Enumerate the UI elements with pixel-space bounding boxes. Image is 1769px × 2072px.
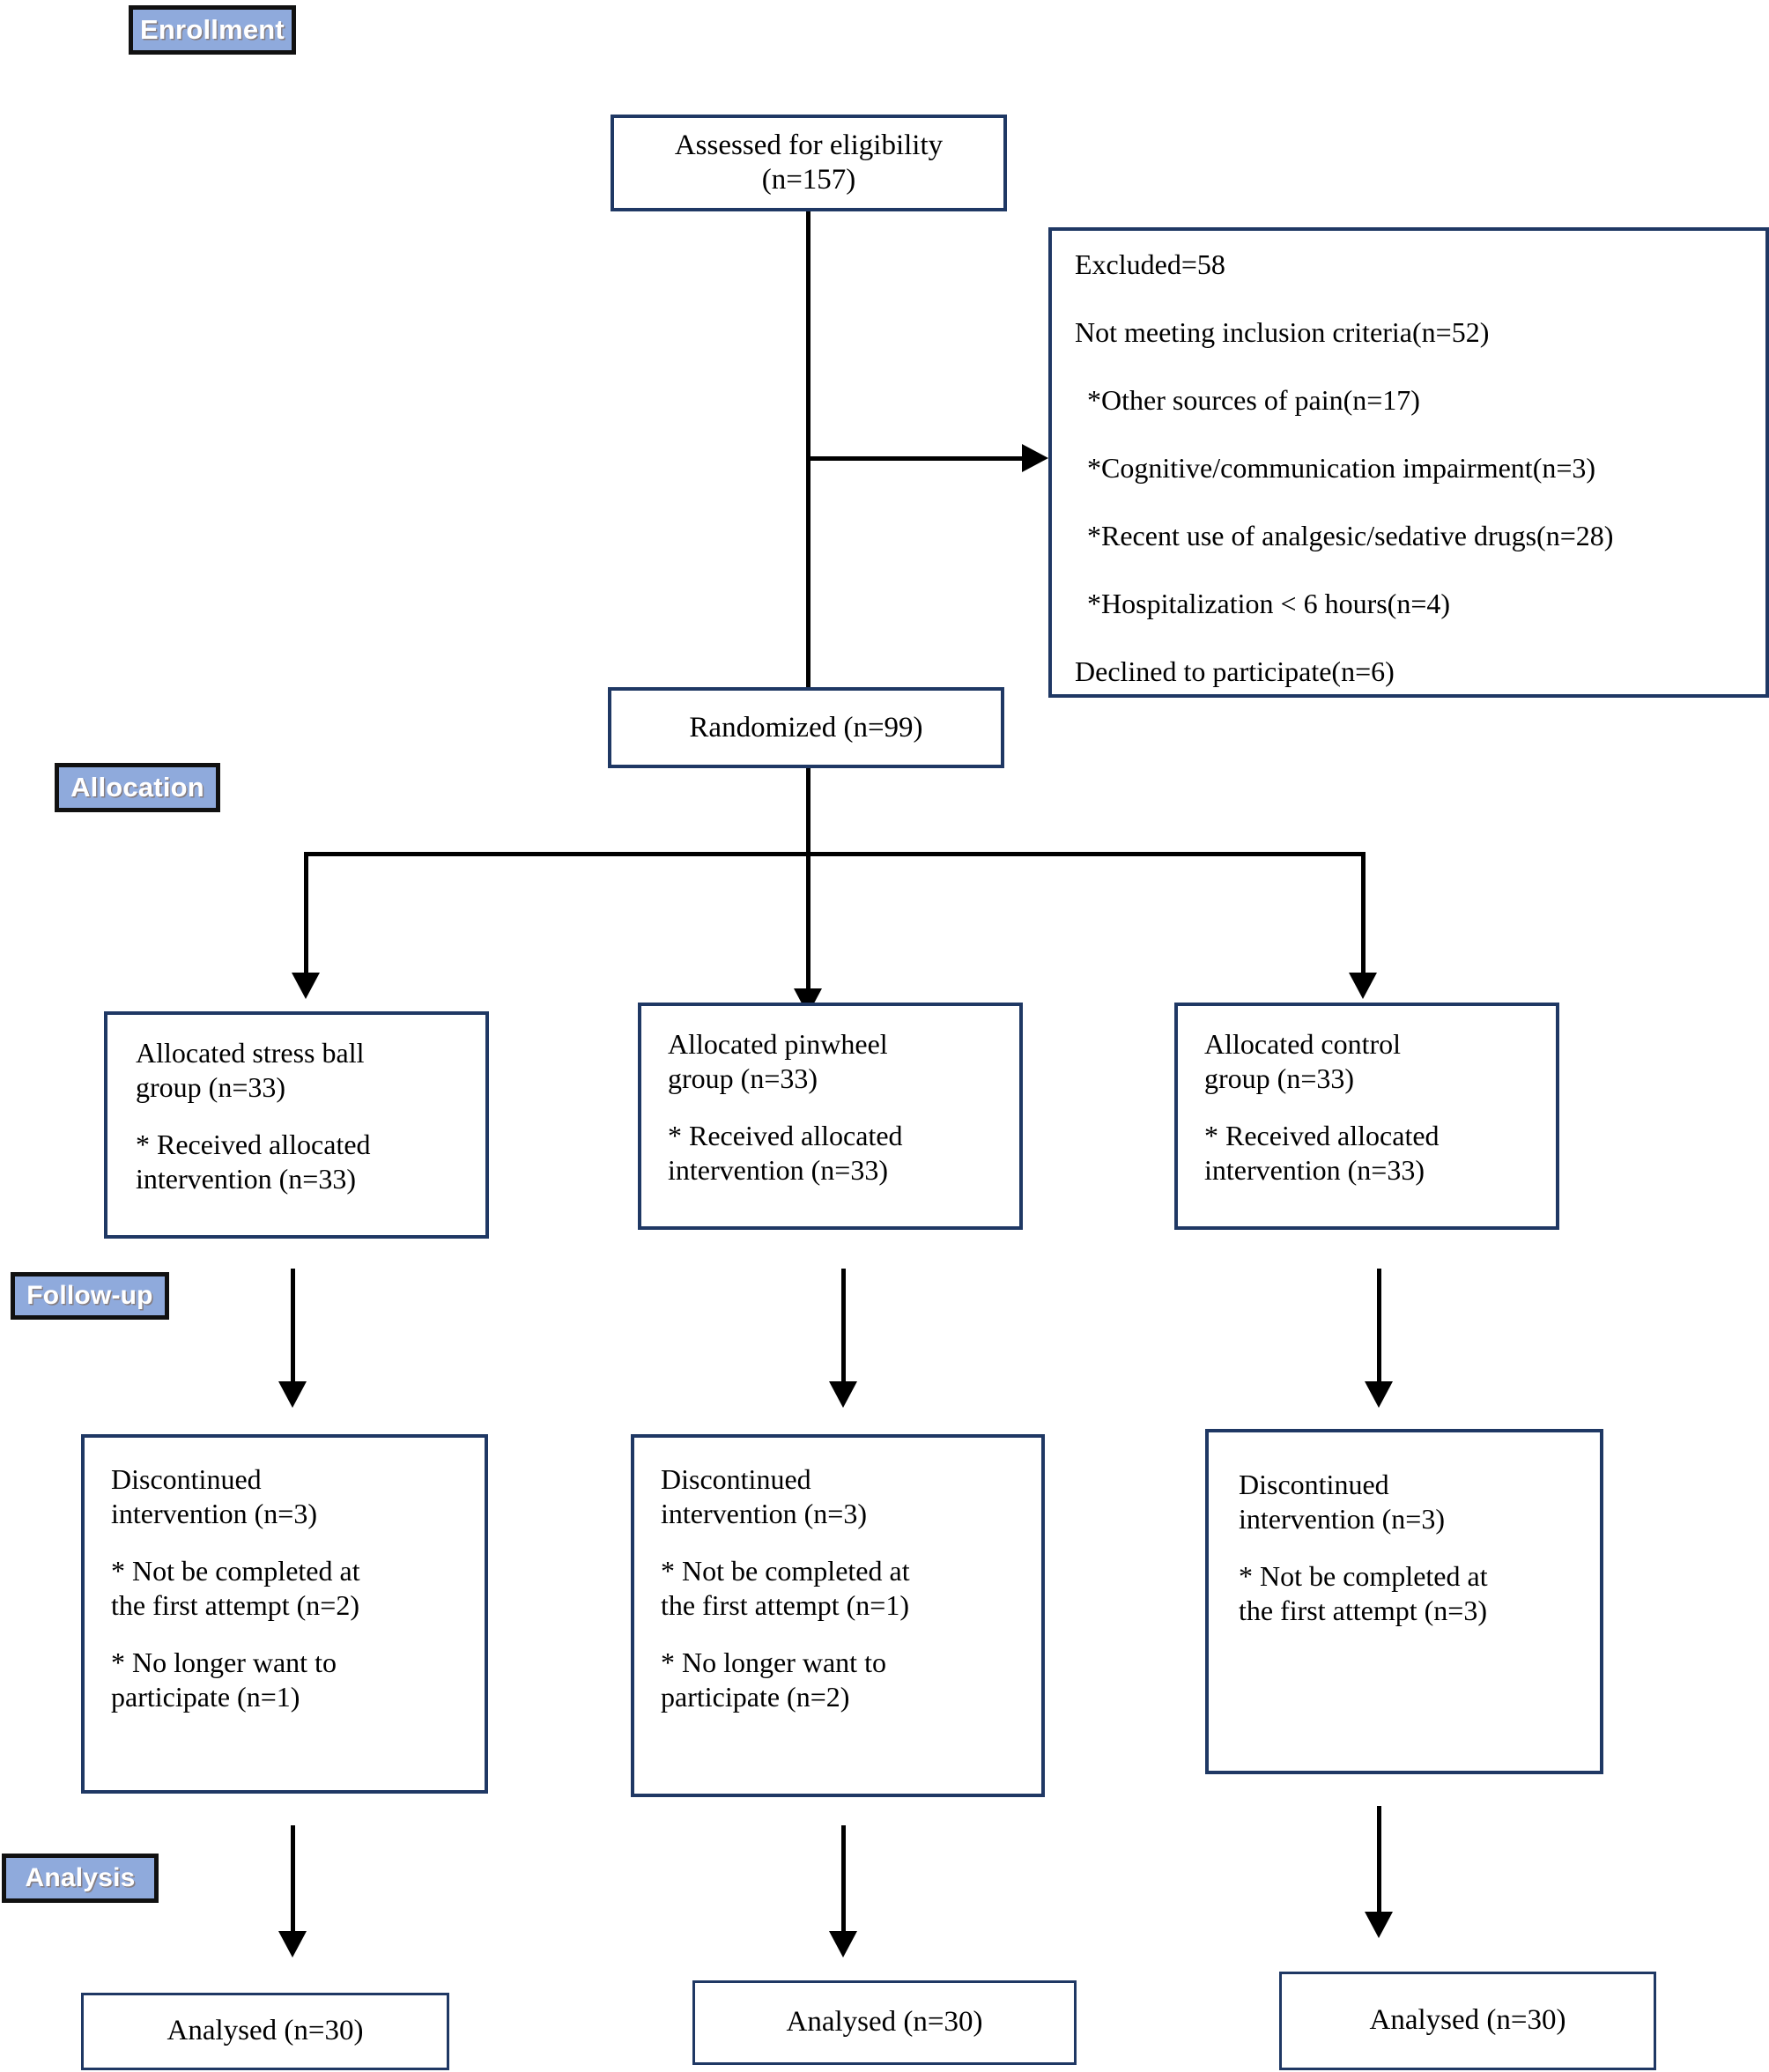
followup-stress-ball-line-1: Discontinued <box>111 1463 262 1495</box>
arrow-down-analysis-pinwheel-icon <box>829 1931 857 1957</box>
randomized-box: Randomized (n=99) <box>608 687 1004 768</box>
connector-assessed-to-randomized <box>806 211 810 687</box>
allocated-pinwheel-box: Allocated pinwheel group (n=33) * Receiv… <box>638 1003 1023 1230</box>
analysed-pinwheel-box: Analysed (n=30) <box>692 1980 1077 2065</box>
alloc-pinwheel-line-2: group (n=33) <box>668 1062 818 1095</box>
stage-label-allocation-text: Allocation <box>70 772 204 803</box>
followup-stress-ball-line-6: participate (n=1) <box>111 1681 300 1713</box>
followup-pinwheel-line-1: Discontinued <box>661 1463 811 1495</box>
stage-label-followup-text: Follow-up <box>26 1281 153 1310</box>
excluded-line-3: *Other sources of pain(n=17) <box>1087 384 1420 416</box>
connector-randomized-trunk <box>806 768 810 856</box>
discontinued-control-box: Discontinued intervention (n=3) * Not be… <box>1205 1429 1603 1774</box>
assessed-for-eligibility-box: Assessed for eligibility (n=157) <box>611 115 1007 211</box>
connector-alloc-to-followup-pinwheel <box>841 1269 846 1388</box>
assessed-line-2: (n=157) <box>761 164 856 196</box>
excluded-line-6: *Hospitalization < 6 hours(n=4) <box>1087 588 1451 619</box>
alloc-control-line-1: Allocated control <box>1204 1028 1402 1060</box>
alloc-pinwheel-line-1: Allocated pinwheel <box>668 1028 888 1060</box>
connector-drop-stress-ball <box>304 852 308 978</box>
alloc-control-line-2: group (n=33) <box>1204 1062 1355 1095</box>
analysed-stress-ball-box: Analysed (n=30) <box>81 1993 449 2070</box>
followup-pinwheel-line-2: intervention (n=3) <box>661 1498 867 1530</box>
discontinued-stress-ball-box: Discontinued intervention (n=3) * Not be… <box>81 1434 488 1794</box>
excluded-line-1: Excluded=58 <box>1075 248 1225 280</box>
alloc-control-line-4: intervention (n=33) <box>1204 1154 1425 1187</box>
allocated-control-box: Allocated control group (n=33) * Receive… <box>1174 1003 1559 1230</box>
followup-control-line-2: intervention (n=3) <box>1239 1503 1445 1536</box>
connector-alloc-to-followup-stress-ball <box>291 1269 295 1388</box>
arrow-down-followup-control-icon <box>1365 1381 1393 1408</box>
excluded-line-7: Declined to participate(n=6) <box>1075 655 1395 687</box>
analysed-stress-ball-line-1: Analysed (n=30) <box>167 2015 364 2047</box>
connector-followup-to-analysis-stress-ball <box>291 1825 295 1938</box>
alloc-stress-ball-line-2: group (n=33) <box>136 1071 286 1104</box>
alloc-pinwheel-line-3: * Received allocated <box>668 1120 903 1152</box>
connector-followup-to-analysis-pinwheel <box>841 1825 846 1938</box>
excluded-line-4: *Cognitive/communication impairment(n=3) <box>1087 452 1596 484</box>
stage-label-followup: Follow-up <box>11 1272 169 1320</box>
stage-label-analysis: Analysis <box>2 1854 159 1903</box>
followup-pinwheel-line-4: the first attempt (n=1) <box>661 1589 909 1622</box>
followup-control-line-4: the first attempt (n=3) <box>1239 1595 1487 1627</box>
randomized-line-1: Randomized (n=99) <box>689 711 923 744</box>
analysed-control-box: Analysed (n=30) <box>1279 1972 1656 2070</box>
stage-label-enrollment-text: Enrollment <box>140 14 285 45</box>
discontinued-pinwheel-box: Discontinued intervention (n=3) * Not be… <box>631 1434 1045 1797</box>
analysed-pinwheel-line-1: Analysed (n=30) <box>786 2006 983 2039</box>
arrow-down-control-alloc-icon <box>1349 973 1377 999</box>
arrow-down-stress-ball-alloc-icon <box>292 973 320 999</box>
alloc-pinwheel-line-4: intervention (n=33) <box>668 1154 888 1187</box>
arrow-down-analysis-control-icon <box>1365 1912 1393 1938</box>
followup-pinwheel-line-3: * Not be completed at <box>661 1555 910 1587</box>
alloc-stress-ball-line-4: intervention (n=33) <box>136 1163 356 1195</box>
excluded-line-2: Not meeting inclusion criteria(n=52) <box>1075 316 1490 348</box>
followup-control-line-1: Discontinued <box>1239 1469 1389 1500</box>
connector-followup-to-analysis-control <box>1377 1806 1381 1919</box>
followup-pinwheel-line-6: participate (n=2) <box>661 1681 850 1713</box>
followup-control-line-3: * Not be completed at <box>1239 1560 1488 1593</box>
arrow-to-excluded-icon <box>1022 444 1048 472</box>
analysed-control-line-1: Analysed (n=30) <box>1369 2004 1566 2037</box>
alloc-stress-ball-line-1: Allocated stress ball <box>136 1037 365 1069</box>
connector-drop-pinwheel <box>806 852 810 995</box>
followup-stress-ball-line-2: intervention (n=3) <box>111 1498 317 1530</box>
allocated-stress-ball-box: Allocated stress ball group (n=33) * Rec… <box>104 1011 489 1239</box>
arrow-down-followup-stress-ball-icon <box>278 1381 307 1408</box>
assessed-line-1: Assessed for eligibility <box>674 130 944 162</box>
excluded-box: Excluded=58 Not meeting inclusion criter… <box>1048 227 1769 698</box>
stage-label-enrollment: Enrollment <box>129 5 296 55</box>
connector-alloc-to-followup-control <box>1377 1269 1381 1388</box>
followup-stress-ball-line-5: * No longer want to <box>111 1646 337 1679</box>
connector-allocation-distributor <box>304 852 1366 856</box>
followup-pinwheel-line-5: * No longer want to <box>661 1646 886 1679</box>
excluded-line-5: *Recent use of analgesic/sedative drugs(… <box>1087 520 1614 551</box>
followup-stress-ball-line-4: the first attempt (n=2) <box>111 1589 359 1622</box>
connector-drop-control <box>1361 852 1366 978</box>
followup-stress-ball-line-3: * Not be completed at <box>111 1555 360 1587</box>
alloc-stress-ball-line-3: * Received allocated <box>136 1128 371 1161</box>
connector-trunk-to-excluded <box>806 456 1025 461</box>
stage-label-allocation: Allocation <box>55 763 220 812</box>
alloc-control-line-3: * Received allocated <box>1204 1120 1440 1152</box>
stage-label-analysis-text: Analysis <box>25 1863 136 1892</box>
arrow-down-analysis-stress-ball-icon <box>278 1931 307 1957</box>
arrow-down-followup-pinwheel-icon <box>829 1381 857 1408</box>
